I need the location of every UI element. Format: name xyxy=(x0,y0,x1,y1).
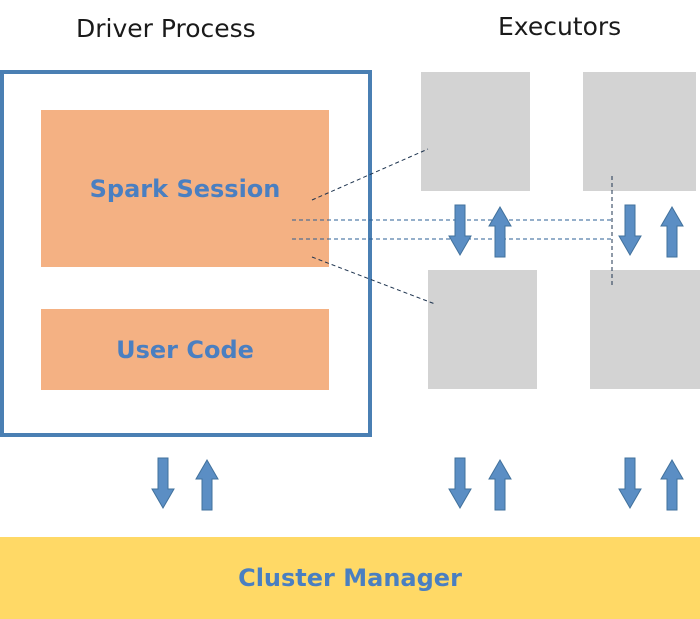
executor-box xyxy=(421,72,530,191)
user-code-label: User Code xyxy=(116,335,254,364)
user-code-box: User Code xyxy=(41,309,329,390)
cluster-manager-label: Cluster Manager xyxy=(238,564,462,592)
down-arrow-icon xyxy=(448,457,472,509)
up-arrow-icon xyxy=(660,206,684,258)
down-arrow-icon xyxy=(151,457,175,509)
up-arrow-icon xyxy=(195,459,219,511)
executor-box xyxy=(428,270,537,389)
executors-heading: Executors xyxy=(498,12,622,41)
up-arrow-icon xyxy=(660,459,684,511)
cluster-manager-bar: Cluster Manager xyxy=(0,537,700,619)
spark-session-box: Spark Session xyxy=(41,110,329,267)
spark-session-label: Spark Session xyxy=(89,174,281,203)
executor-box xyxy=(583,72,696,191)
up-arrow-icon xyxy=(488,206,512,258)
down-arrow-icon xyxy=(448,204,472,256)
executor-box xyxy=(590,270,700,389)
up-arrow-icon xyxy=(488,459,512,511)
down-arrow-icon xyxy=(618,457,642,509)
driver-process-heading: Driver Process xyxy=(76,14,256,43)
down-arrow-icon xyxy=(618,204,642,256)
